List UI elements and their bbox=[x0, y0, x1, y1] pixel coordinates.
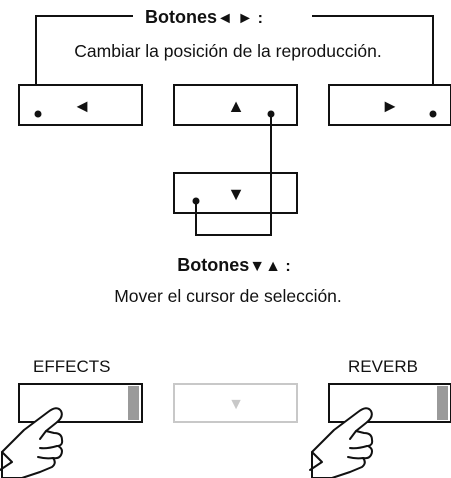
left-arrow-icon: ◄ bbox=[73, 96, 91, 116]
callout-title-up-down: Botones▼▲ : bbox=[177, 255, 290, 275]
effects-led-indicator bbox=[128, 386, 139, 420]
pressing-hand-icon-right bbox=[309, 407, 374, 478]
right-button-dot bbox=[429, 110, 437, 118]
left-button-dot bbox=[34, 110, 42, 118]
effects-button-label: EFFECTS bbox=[33, 357, 110, 376]
callout-line-up-down bbox=[195, 114, 272, 236]
reverb-led-indicator bbox=[437, 386, 448, 420]
callout-description-up-down: Mover el cursor de selección. bbox=[114, 286, 342, 306]
left-button-frame[interactable] bbox=[18, 84, 143, 126]
cursor-button-down[interactable]: ▼ bbox=[173, 172, 298, 214]
reverb-button-frame[interactable] bbox=[328, 383, 451, 423]
cursor-button-left[interactable]: ◄ bbox=[18, 84, 143, 126]
cursor-button-right[interactable]: ► bbox=[328, 84, 451, 126]
reverb-button-label: REVERB bbox=[348, 357, 418, 376]
callout-title-left-right: Botones◄ ► : bbox=[145, 7, 263, 27]
up-button-frame[interactable] bbox=[173, 84, 298, 126]
callout-line-right bbox=[312, 15, 434, 100]
callout-line-left bbox=[35, 15, 133, 100]
effects-button-group[interactable]: EFFECTS bbox=[18, 357, 143, 423]
pressing-hand-icon-left bbox=[0, 407, 64, 478]
down-arrow-icon: ▼ bbox=[227, 184, 245, 204]
disabled-down-arrow-icon: ▼ bbox=[228, 396, 244, 413]
cursor-button-up[interactable]: ▲ bbox=[173, 84, 298, 126]
right-arrow-icon: ► bbox=[381, 96, 399, 116]
up-arrow-icon: ▲ bbox=[227, 96, 245, 116]
effects-button-frame[interactable] bbox=[18, 383, 143, 423]
left-right-buttons-callout: Botones◄ ► : Cambiar la posición de la r… bbox=[35, 7, 434, 100]
callout-description-left-right: Cambiar la posición de la reproducción. bbox=[74, 41, 381, 61]
right-button-frame[interactable] bbox=[328, 84, 451, 126]
reverb-button-group[interactable]: REVERB bbox=[328, 357, 451, 423]
down-button-frame[interactable] bbox=[173, 172, 298, 214]
disabled-button-frame bbox=[173, 383, 298, 423]
disabled-down-button: ▼ bbox=[173, 383, 298, 423]
up-down-buttons-callout: Botones▼▲ : Mover el cursor de selección… bbox=[114, 114, 342, 306]
